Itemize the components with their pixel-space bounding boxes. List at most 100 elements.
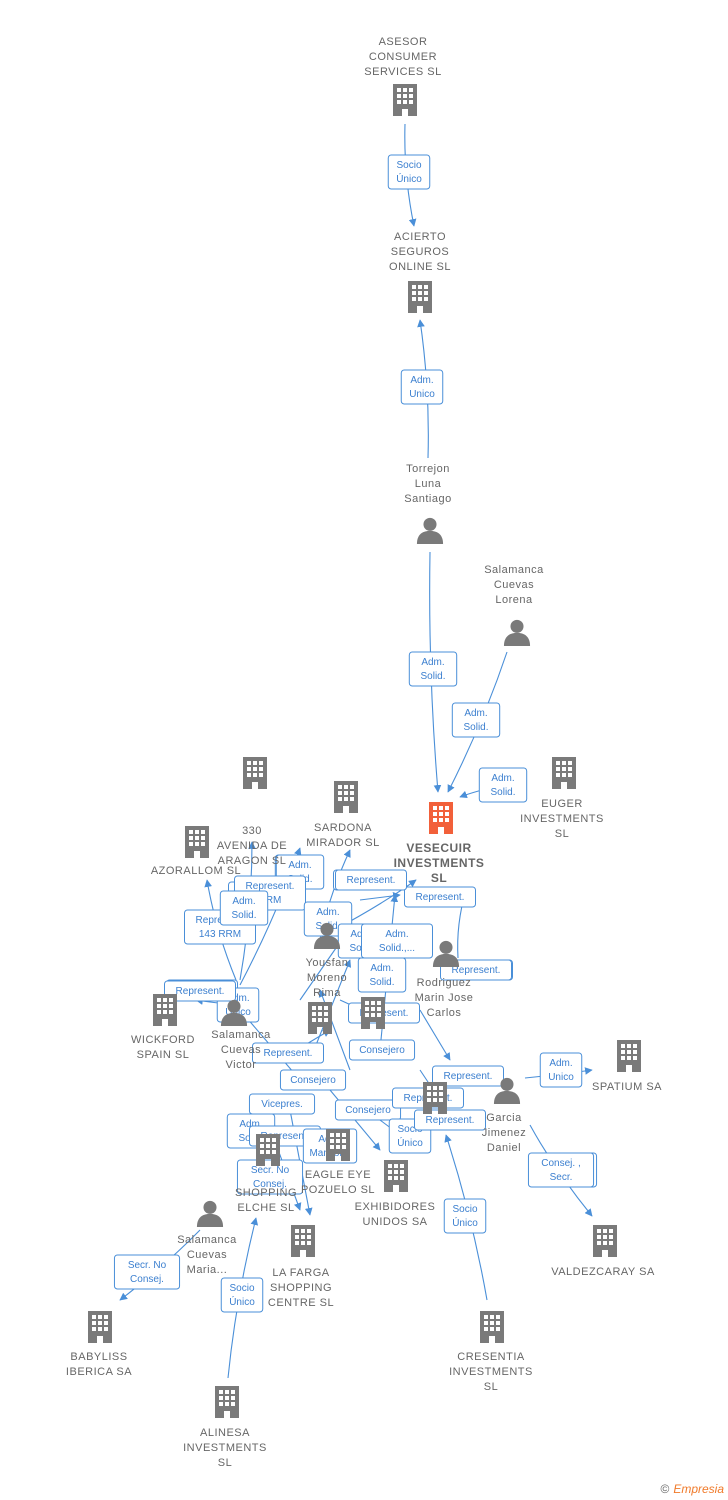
- edge-label-text: Adm.: [288, 860, 311, 871]
- edge-label-text: Adm.: [421, 657, 444, 668]
- edge-label-yousfan-vesecuir[interactable]: Represent.: [404, 886, 476, 908]
- relationship-edge: [419, 1009, 451, 1061]
- node-label: Salamanca: [484, 564, 544, 576]
- edge-label-garcia-spatium[interactable]: Adm.Unico: [539, 1052, 583, 1088]
- node-asesor[interactable]: ASESOR CONSUMER SERVICES SL: [364, 36, 441, 116]
- edge-label-torrejon-vesecuir[interactable]: Adm.Solid.: [408, 651, 458, 687]
- node-label: ASESOR: [379, 36, 428, 48]
- node-eagle[interactable]: EAGLE EYE POZUELO SL: [301, 1129, 375, 1196]
- edge-label-lorena-vesecuir[interactable]: Adm.Solid.: [451, 702, 501, 738]
- node-azorallom[interactable]: AZORALLOM SL: [151, 826, 241, 877]
- edge-label-extra[interactable]: Represent.: [414, 1109, 486, 1131]
- node-label: Maria...: [187, 1264, 228, 1276]
- edge-label-text: Represent.: [426, 1115, 475, 1126]
- edge-label-torrejon-acierto[interactable]: Adm.Unico: [400, 369, 444, 405]
- building-icon: [393, 84, 417, 116]
- edge-label-extra[interactable]: Represent.: [335, 869, 407, 891]
- node-spatium[interactable]: SPATIUM SA: [592, 1040, 662, 1093]
- node-label: POZUELO SL: [301, 1184, 375, 1196]
- node-label: 330: [242, 825, 262, 837]
- node-valdez[interactable]: VALDEZCARAY SA: [551, 1225, 655, 1278]
- edge-label-text: Consej.: [253, 1179, 287, 1190]
- edge-label-box: [451, 702, 501, 738]
- edge-label-text: Represent.: [246, 881, 295, 892]
- edge-label-box: [432, 1065, 504, 1087]
- edge-label-text: Único: [452, 1216, 478, 1229]
- node-label: SPAIN SL: [137, 1049, 190, 1061]
- edge-label-extra[interactable]: Represent.: [432, 1065, 504, 1087]
- node-nyadi[interactable]: [308, 1002, 332, 1034]
- edge-label-extra[interactable]: Represent.: [252, 1042, 324, 1064]
- edge-label-text: Vicepres.: [261, 1099, 303, 1110]
- edge-label-extra[interactable]: Represent.: [164, 980, 236, 1002]
- edge-label-extra[interactable]: Secr. No Consej.: [236, 1159, 304, 1195]
- node-midco[interactable]: [361, 997, 385, 1029]
- edge-label-extra[interactable]: Adm.Solid.,...: [361, 923, 433, 959]
- edge-label-text: Consej.: [130, 1274, 164, 1285]
- edge-label-box: [248, 1093, 316, 1115]
- node-label: Salamanca: [177, 1234, 237, 1246]
- node-label: SERVICES SL: [364, 66, 441, 78]
- building-icon: [185, 826, 209, 858]
- node-label: Luna: [415, 478, 442, 490]
- node-label: INVESTMENTS: [183, 1442, 267, 1454]
- edge-label-extra[interactable]: Adm.Solid.: [357, 957, 407, 993]
- node-label: EAGLE EYE: [305, 1169, 371, 1181]
- node-maria[interactable]: SalamancaCuevasMaria...: [177, 1200, 237, 1276]
- edge-label-box: [113, 1254, 181, 1290]
- edge-label-extra[interactable]: Adm.Solid.: [219, 890, 269, 926]
- node-label: VALDEZCARAY SA: [551, 1266, 655, 1278]
- edge-label-extra[interactable]: Consej. ,Secr.: [527, 1152, 595, 1188]
- edge-label-box: [279, 1069, 347, 1091]
- node-label: Lorena: [495, 594, 533, 606]
- edge-label-text: Solid.: [231, 910, 256, 921]
- edge-label-text: Unico: [409, 389, 435, 400]
- node-label: Cuevas: [187, 1249, 227, 1261]
- node-label: Torrejon: [406, 463, 450, 475]
- building-icon: [408, 281, 432, 313]
- edge-label-box: [219, 890, 269, 926]
- edge-label-text: Consej. ,: [541, 1158, 580, 1169]
- node-unnamed2[interactable]: [423, 1082, 447, 1114]
- edge-label-extra[interactable]: Consejero: [334, 1099, 402, 1121]
- person-icon: [416, 517, 444, 544]
- node-label: MIRADOR SL: [306, 837, 379, 849]
- edge-label-text: Adm.: [239, 1119, 262, 1130]
- edge-label-text: Secr. No: [251, 1165, 290, 1176]
- building-icon: [153, 994, 177, 1026]
- edge-label-x_euger_lbl-vesecuir[interactable]: Adm.Solid.: [478, 767, 528, 803]
- edge-label-extra[interactable]: Consejero: [279, 1069, 347, 1091]
- node-label: CONSUMER: [369, 51, 437, 63]
- person-icon: [503, 619, 531, 646]
- edge-label-text: RRM: [259, 895, 282, 906]
- edge-label-extra[interactable]: Consejero: [348, 1039, 416, 1061]
- edge-label-extra[interactable]: Vicepres.: [248, 1093, 316, 1115]
- edge-label-box: [236, 1159, 304, 1195]
- building-icon: [423, 1082, 447, 1114]
- edge-label-text: Consejero: [359, 1045, 405, 1056]
- node-label: SL: [555, 828, 569, 840]
- footer-brand[interactable]: ©Empresia: [660, 1482, 724, 1496]
